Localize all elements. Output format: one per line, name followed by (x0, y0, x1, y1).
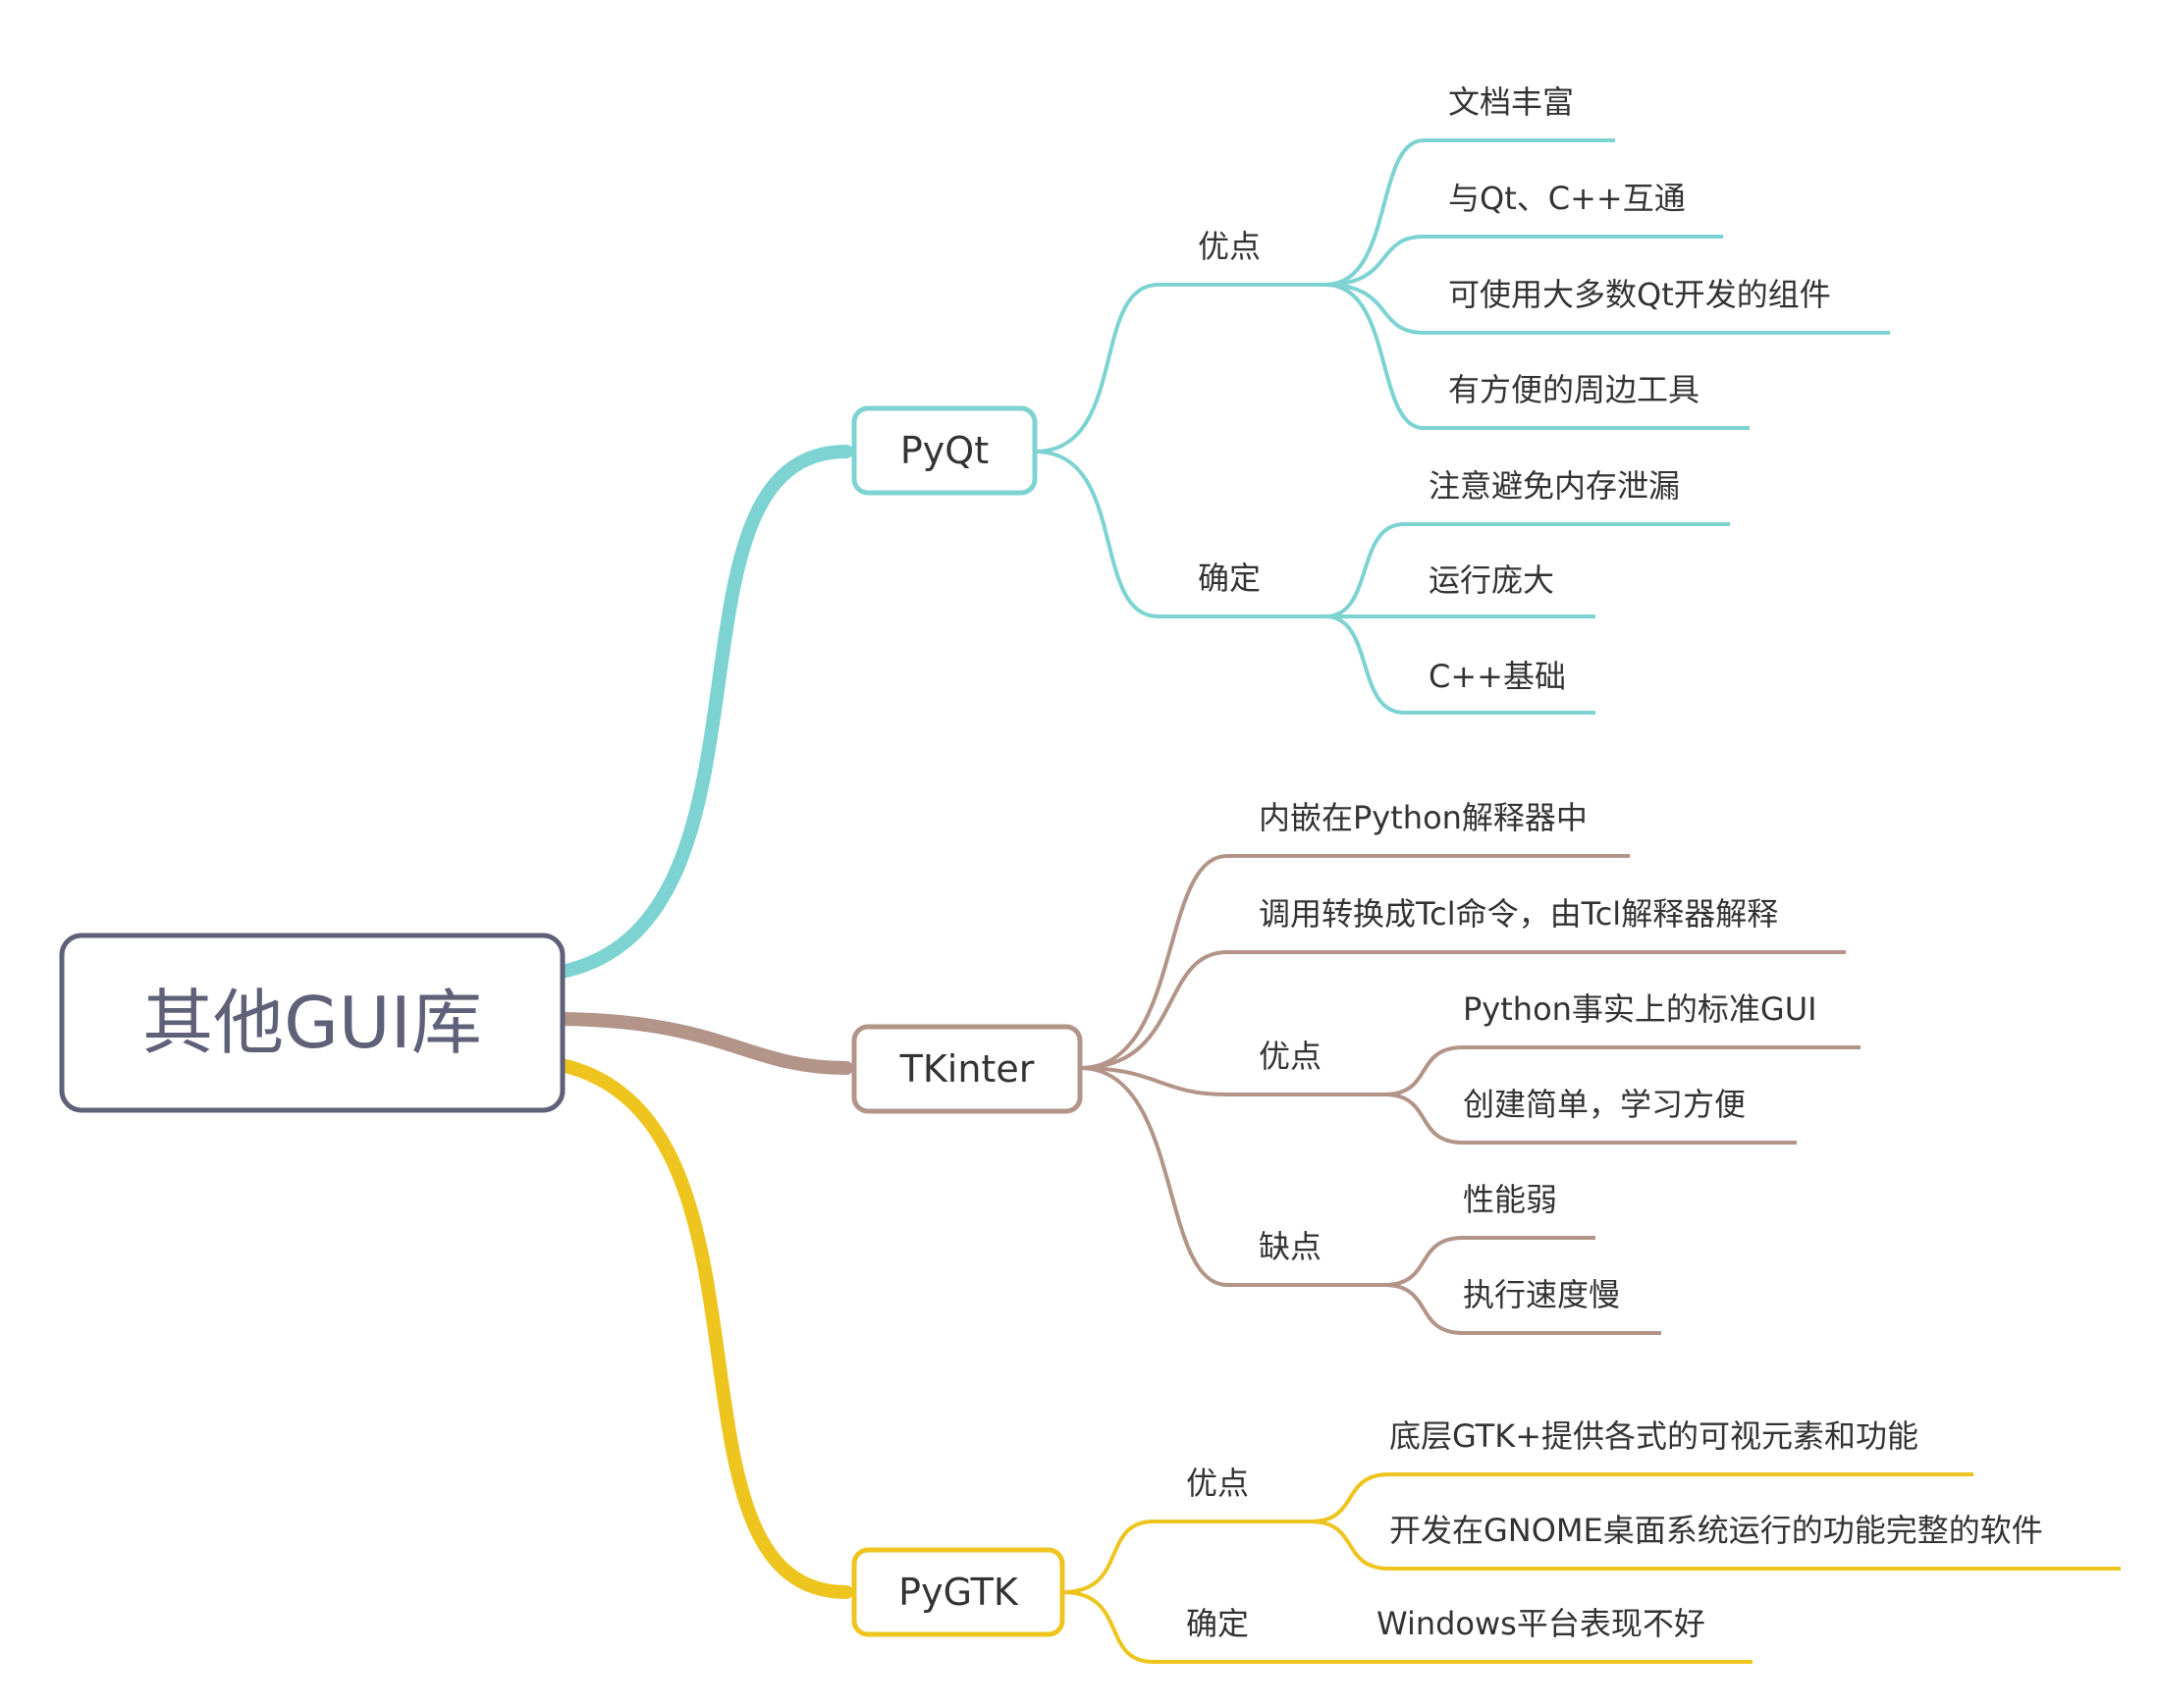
tkinter-node[interactable] (851, 1024, 1083, 1114)
pyqt-label: PyQt (900, 429, 989, 472)
pyqt-pros-item[interactable]: 与Qt、C++互通 (1448, 180, 1686, 217)
pygtk-label: PyGTK (898, 1571, 1019, 1614)
tkinter-cons-label[interactable]: 缺点 (1259, 1228, 1322, 1265)
pygtk-cons-label[interactable]: 确定 (1186, 1605, 1249, 1642)
pyqt-node[interactable] (851, 405, 1038, 496)
connector-pyqt-pros-item (1324, 235, 1723, 287)
pyqt-cons-label[interactable]: 确定 (1198, 560, 1261, 597)
tkinter-leaf[interactable]: 内嵌在Python解释器中 (1259, 799, 1588, 836)
tkinter-pros-item[interactable]: Python事实上的标准GUI (1463, 990, 1817, 1028)
connector-pyqt-pros-item (1324, 138, 1615, 287)
connector-pygtk-pros-item (1310, 1472, 1973, 1523)
tkinter-cons-item[interactable]: 执行速度慢 (1463, 1276, 1620, 1313)
connector-tkinter-cons-item (1383, 1236, 1595, 1287)
connector-tkinter-cons-item (1383, 1283, 1661, 1335)
root-node[interactable] (59, 933, 566, 1113)
pygtk-pros-label[interactable]: 优点 (1186, 1465, 1249, 1502)
tkinter-leaf[interactable]: 调用转换成Tcl命令，由Tcl解释器解释 (1259, 895, 1778, 933)
tkinter-pros-item[interactable]: 创建简单，学习方便 (1463, 1086, 1746, 1123)
pyqt-cons-item[interactable]: 运行庞大 (1429, 561, 1554, 599)
connector-pyqt-pros (1034, 283, 1325, 454)
pygtk-pros-item[interactable]: 开发在GNOME桌面系统运行的功能完整的软件 (1389, 1512, 2043, 1549)
connector-tkinter-pros-item (1383, 1093, 1797, 1145)
pygtk-cons-item[interactable]: Windows平台表现不好 (1376, 1605, 1705, 1642)
connector-tkinter-pros-item (1383, 1045, 1861, 1096)
connector-pygtk-pros-item (1310, 1520, 2121, 1571)
pyqt-pros-item[interactable]: 有方便的周边工具 (1448, 371, 1699, 408)
root-label: 其他GUI库 (142, 982, 482, 1064)
connector-root-tkinter (555, 1012, 853, 1075)
connector-root-pygtk (555, 1058, 853, 1599)
connector-tkinter-leaf (1079, 950, 1846, 1070)
pyqt-cons-item[interactable]: 注意避免内存泄漏 (1429, 467, 1680, 505)
pyqt-pros-item[interactable]: 文档丰富 (1448, 83, 1574, 121)
connector-pygtk-pros (1061, 1520, 1311, 1594)
connector-pyqt-cons-item (1324, 522, 1730, 618)
pyqt-pros-label[interactable]: 优点 (1198, 228, 1261, 265)
connector-pyqt-cons (1034, 450, 1325, 618)
tkinter-label: TKinter (899, 1047, 1035, 1091)
connector-tkinter-cons (1079, 1066, 1384, 1287)
connector-tkinter-pros (1079, 1066, 1384, 1096)
branch-pygtk: PyGTK 优点 确定 底层GTK+提供各式的可视元素和功能 开发在GNOME桌… (851, 1417, 2121, 1664)
pyqt-cons-item[interactable]: C++基础 (1429, 658, 1566, 695)
tkinter-cons-item[interactable]: 性能弱 (1463, 1181, 1557, 1218)
connector-tkinter-leaf (1079, 854, 1630, 1070)
connector-pyqt-cons-item (1324, 614, 1595, 715)
connector-root-pyqt (555, 445, 853, 979)
connector-pygtk-cons (1061, 1590, 1753, 1664)
connector-pyqt-pros-item (1324, 283, 1890, 335)
connector-pyqt-pros-item (1324, 283, 1750, 430)
pygtk-pros-item[interactable]: 底层GTK+提供各式的可视元素和功能 (1389, 1417, 1918, 1455)
tkinter-pros-label[interactable]: 优点 (1259, 1038, 1322, 1075)
branch-pyqt: PyQt 优点 确定 文档丰富 与Qt、C++互通 可使用大多数Qt开发的组件 … (851, 83, 1890, 715)
pygtk-node[interactable] (851, 1547, 1065, 1637)
branch-tkinter: TKinter 内嵌在Python解释器中 调用转换成Tcl命令，由Tcl解释器… (851, 799, 1861, 1335)
pyqt-pros-item[interactable]: 可使用大多数Qt开发的组件 (1448, 276, 1831, 313)
